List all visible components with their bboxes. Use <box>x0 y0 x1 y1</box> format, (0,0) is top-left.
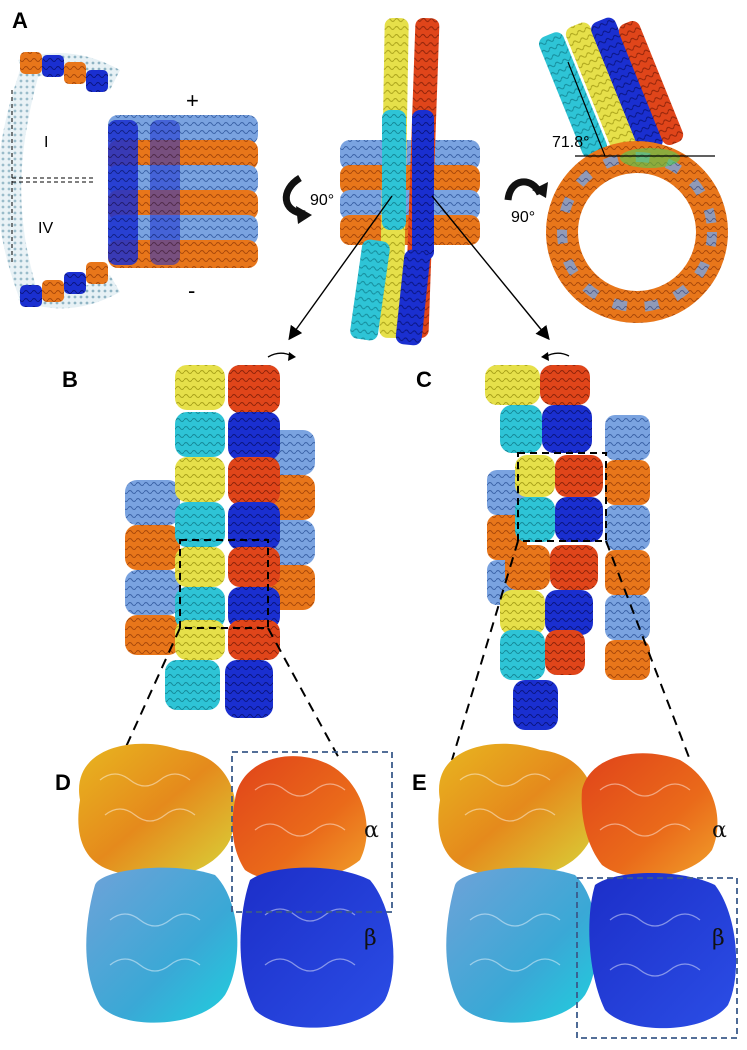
arrow-to-c <box>431 195 550 341</box>
beta-highlight-box-e <box>576 877 738 1039</box>
rotation-label-left: 90° <box>310 192 334 209</box>
region-label-lower: IV <box>38 220 53 237</box>
panel-label-d: D <box>55 770 71 795</box>
beta-label-e: β <box>712 926 725 951</box>
region-label-upper: I <box>44 134 48 151</box>
small-rotate-b-icon <box>267 352 293 358</box>
alpha-highlight-box-d <box>231 751 393 913</box>
panel-b-stack <box>125 365 315 718</box>
angle-label: 71.8° <box>552 134 590 151</box>
rotate-left-icon <box>282 175 312 224</box>
rotate-right-icon <box>504 178 548 201</box>
panel-a-left-assembly <box>0 52 258 309</box>
alpha-label-d: α <box>364 818 379 843</box>
beta-label-d: β <box>364 926 377 951</box>
small-rotate-c-icon <box>544 352 570 358</box>
alpha-label-e: α <box>712 818 727 843</box>
panel-a-center-assembly <box>340 17 480 346</box>
panel-c-stack <box>485 365 650 730</box>
panel-e-structure <box>438 743 737 1029</box>
plus-end-label: + <box>186 88 199 113</box>
rotation-label-right: 90° <box>511 209 535 226</box>
arrow-to-b <box>288 195 393 341</box>
panel-label-a: A <box>12 8 28 33</box>
minus-end-label: - <box>188 278 195 303</box>
panel-label-c: C <box>416 367 432 392</box>
panel-label-b: B <box>62 367 78 392</box>
selection-box-b <box>179 539 269 629</box>
selection-box-c <box>517 452 607 542</box>
panel-d-structure <box>78 743 394 1028</box>
panel-a-right-assembly <box>539 17 728 323</box>
panel-label-e: E <box>412 770 427 795</box>
